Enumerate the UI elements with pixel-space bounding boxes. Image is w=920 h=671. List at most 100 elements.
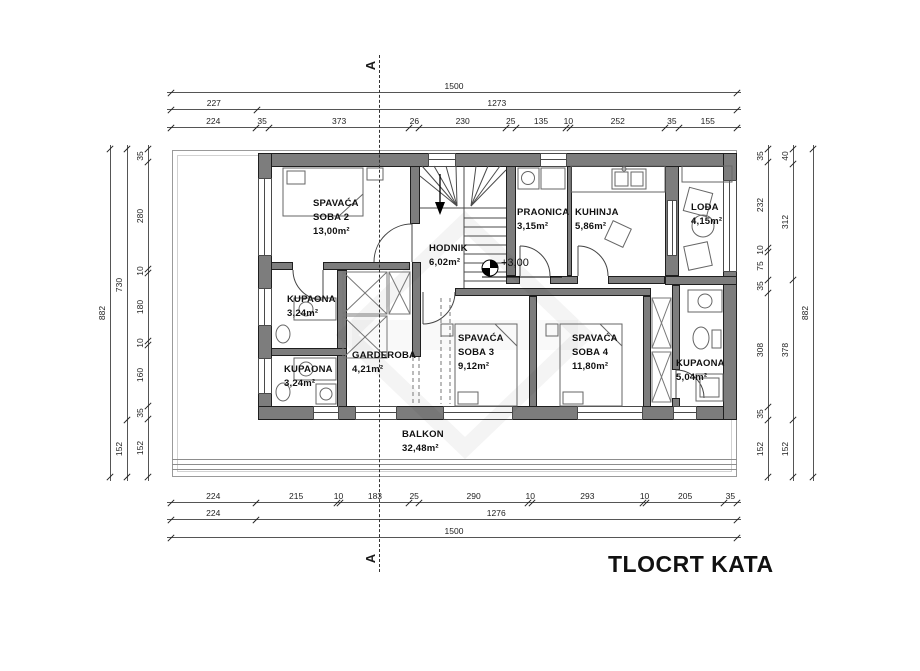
room-label-balkon: BALKON 32,48m² xyxy=(402,428,472,456)
dimension-value: 10 xyxy=(755,245,765,255)
room-label-kupaona1: KUPAONA 3,24m² xyxy=(287,293,347,321)
dimension-value: 26 xyxy=(409,116,420,126)
dimension-value: 10 xyxy=(333,491,344,501)
door-kuhinja-lodja xyxy=(667,200,677,256)
dimension-value: 135 xyxy=(533,116,549,126)
room-label-garderoba: GARDEROBA 4,21m² xyxy=(352,349,432,377)
room-area: 9,12m² xyxy=(458,360,490,372)
dimension-value: 160 xyxy=(135,368,145,383)
dimension-value: 152 xyxy=(114,441,124,456)
wall-soba2-south-b xyxy=(323,262,410,270)
dimension-value: 1276 xyxy=(486,508,506,518)
dimension-value: 882 xyxy=(800,305,810,321)
wall-hodnik-north-a xyxy=(506,276,520,284)
dimension-value: 35 xyxy=(135,407,145,418)
section-marker-bottom: A xyxy=(363,553,379,564)
room-area: 5,86m² xyxy=(575,220,607,232)
window-praonica-top xyxy=(540,153,567,167)
room-name: PRAONICA xyxy=(517,207,570,218)
window-stairs-top xyxy=(428,153,456,167)
room-label-kuhinja: KUHINJA 5,86m² xyxy=(575,206,631,234)
dimension-value: 378 xyxy=(780,343,790,358)
room-area: 4,21m² xyxy=(352,363,384,375)
room-name: GARDEROBA xyxy=(352,350,417,361)
dimension-value: 312 xyxy=(780,214,790,229)
room-name: SPAVAĆA SOBA 3 xyxy=(458,333,504,358)
dim-bottom-mid: 224 1276 xyxy=(167,507,741,524)
dimension-value: 224 xyxy=(206,508,221,518)
dimension-value: 155 xyxy=(700,116,715,126)
dimension-value: 152 xyxy=(135,440,145,456)
room-area: 11,80m² xyxy=(572,360,609,372)
dim-bottom-total: 1500 xyxy=(167,525,741,542)
wall-soba2-stairs xyxy=(410,166,420,224)
level-marker-text: +3,00 xyxy=(501,257,529,269)
dimension-value: 290 xyxy=(466,491,481,501)
window-soba3-south xyxy=(443,406,513,420)
wall-exterior-top xyxy=(258,153,737,167)
section-line-a xyxy=(379,55,380,572)
dimension-value: 280 xyxy=(135,208,145,223)
room-area: 32,48m² xyxy=(402,442,439,454)
room-name: SPAVAĆA SOBA 2 xyxy=(313,198,359,223)
dim-left-total: 882 xyxy=(97,145,114,481)
dimension-value: 224 xyxy=(206,491,221,501)
window-kupaona2-left xyxy=(258,358,272,394)
dimension-value: 35 xyxy=(755,281,765,292)
dimension-value: 183 xyxy=(367,491,383,501)
window-kupaona1-left xyxy=(258,288,272,326)
room-label-soba4: SPAVAĆA SOBA 4 11,80m² xyxy=(572,332,638,373)
window-kupaona2-south xyxy=(313,406,339,420)
page-title: TLOCRT KATA xyxy=(608,551,774,577)
room-name: KUPAONA xyxy=(284,364,333,375)
dimension-value: 373 xyxy=(332,116,347,126)
room-label-lodja: LOĐA 4,15m² xyxy=(691,201,735,229)
wall-hodnik-south xyxy=(455,288,651,296)
dimension-value: 227 xyxy=(206,98,221,108)
dimension-value: 35 xyxy=(257,116,267,126)
window-soba2-left xyxy=(258,178,272,256)
balcony-railing-line xyxy=(172,464,737,465)
wall-soba2-south-a xyxy=(271,262,293,270)
dimension-value: 882 xyxy=(97,305,107,321)
dim-top-total: 1500 xyxy=(167,80,741,97)
room-name: LOĐA xyxy=(691,202,719,213)
dimension-value: 224 xyxy=(206,116,221,126)
dimension-value: 730 xyxy=(114,277,124,292)
room-area: 3,15m² xyxy=(517,220,549,232)
dimension-value: 180 xyxy=(135,299,145,314)
wall-kupaona1-kupaona2 xyxy=(271,348,347,356)
dimension-value: 35 xyxy=(135,150,145,161)
room-label-kupaona2: KUPAONA 3,24m² xyxy=(284,363,344,391)
balcony-railing-line xyxy=(172,469,737,470)
room-area: 3,24m² xyxy=(287,307,319,319)
dimension-value: 10 xyxy=(639,491,650,501)
room-name: BALKON xyxy=(402,429,444,440)
wall-kupaona3-west-a xyxy=(672,285,680,370)
wall-garderoba-east xyxy=(412,262,421,357)
room-area: 5,04m² xyxy=(676,371,708,383)
dimension-value: 35 xyxy=(725,491,736,501)
balcony-railing-line xyxy=(172,459,737,460)
dimension-value: 25 xyxy=(409,491,419,501)
room-name: KUHINJA xyxy=(575,207,619,218)
dimension-value: 1500 xyxy=(444,526,464,536)
dimension-value: 230 xyxy=(455,116,470,126)
room-label-soba3: SPAVAĆA SOBA 3 9,12m² xyxy=(458,332,524,373)
wall-hodnik-north-b xyxy=(550,276,578,284)
dimension-value: 152 xyxy=(755,441,765,456)
wall-stairs-praonica xyxy=(506,166,516,276)
dimension-value: 40 xyxy=(780,151,790,162)
room-name: HODNIK xyxy=(429,243,468,254)
dimension-value: 232 xyxy=(755,198,765,213)
dimension-value: 308 xyxy=(755,343,765,358)
dimension-value: 75 xyxy=(755,261,765,271)
wall-lodja-bottom xyxy=(665,276,737,285)
dimension-value: 10 xyxy=(525,491,535,501)
